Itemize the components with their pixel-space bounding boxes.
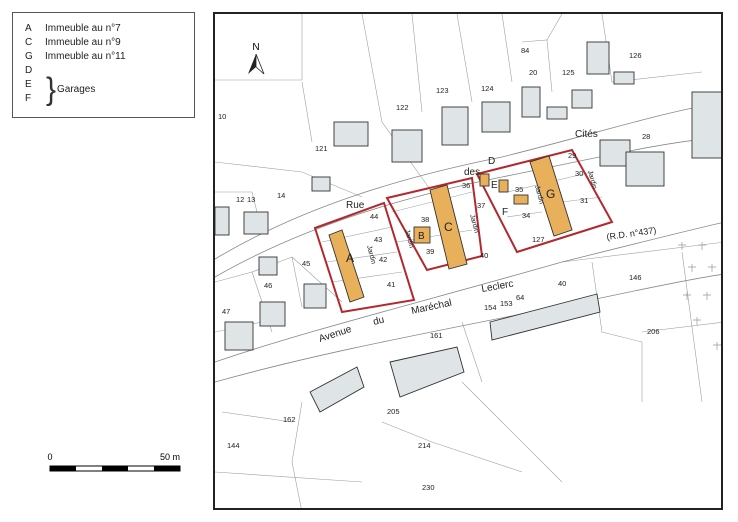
- legend-item-e: E: [25, 79, 32, 90]
- building-e: [498, 179, 509, 193]
- jardin-label: Jardin: [365, 245, 377, 265]
- parcel-number: 206: [647, 327, 660, 336]
- road-edges: [215, 102, 721, 383]
- scale-bar: 0 50 m: [47, 452, 181, 472]
- parcel-number: 121: [315, 144, 328, 153]
- cadastral-map: N Rue des Cités Avenue du Maréchal Lecle…: [213, 12, 723, 510]
- parcel-number: 126: [629, 51, 642, 60]
- jardin-label: Jardin: [586, 170, 598, 190]
- parcel-number: 46: [264, 281, 272, 290]
- parcel-number: 39: [426, 247, 434, 256]
- north-arrow: N: [248, 42, 265, 75]
- building-b-label: B: [418, 231, 425, 242]
- legend-item-f: F: [25, 93, 32, 104]
- parcel-number: 42: [379, 255, 387, 264]
- parcel-number: 29: [568, 151, 576, 160]
- subject-buildings: [328, 155, 573, 303]
- parcel-number: 12: [236, 195, 244, 204]
- building-f-label: F: [502, 207, 508, 218]
- jardin-label: Jardin: [403, 229, 415, 249]
- scale-end-label: 50 m: [160, 452, 180, 462]
- street-rd: (R.D. n°437): [606, 225, 657, 242]
- property-boundaries: [313, 148, 614, 314]
- parcel-number: 44: [370, 212, 378, 221]
- cemetery: [678, 242, 721, 350]
- building-d: [479, 173, 490, 187]
- parcel-number: 31: [580, 196, 588, 205]
- parcel-number: 35: [515, 185, 523, 194]
- building-a-label: A: [346, 251, 354, 265]
- parcel-number: 37: [477, 201, 485, 210]
- parcel-number: 146: [629, 273, 642, 282]
- street-du: du: [372, 315, 385, 328]
- street-cites: Cités: [575, 129, 598, 140]
- legend-brace: }: [46, 72, 57, 107]
- parcel-number: 20: [529, 68, 537, 77]
- building-c-label: C: [444, 220, 453, 234]
- parcel-number: 43: [374, 235, 382, 244]
- parcel-number: 40: [480, 251, 488, 260]
- jardin-label: Jardin: [468, 214, 480, 234]
- street-avenue: Avenue: [318, 324, 354, 345]
- parcel-number: 41: [387, 280, 395, 289]
- parcel-lines: [215, 14, 721, 508]
- parcel-number: 127: [532, 235, 545, 244]
- parcel-number: 13: [247, 195, 255, 204]
- building-d-label: D: [488, 156, 495, 167]
- parcel-number: 125: [562, 68, 575, 77]
- parcel-number: 47: [222, 307, 230, 316]
- parcel-number: 34: [522, 211, 530, 220]
- parcel-number: 30: [575, 169, 583, 178]
- parcel-number: 84: [521, 46, 529, 55]
- scale-start-label: 0: [47, 452, 52, 462]
- street-rue: Rue: [346, 200, 365, 211]
- parcel-number: 64: [516, 293, 524, 302]
- parcel-number: 161: [430, 331, 443, 340]
- parcel-number: 36: [462, 181, 470, 190]
- building-c: [429, 184, 468, 270]
- parcel-number: 153: [500, 299, 513, 308]
- scale-segment: [50, 466, 76, 471]
- other-buildings: [215, 41, 721, 413]
- street-leclerc: Leclerc: [481, 279, 515, 295]
- parcel-number: 230: [422, 483, 435, 492]
- building-g-label: G: [546, 187, 555, 201]
- building-e-label: E: [491, 180, 498, 191]
- parcel-number: 205: [387, 407, 400, 416]
- building-g: [529, 155, 573, 237]
- scale-segment: [102, 466, 128, 471]
- parcel-number: 162: [283, 415, 296, 424]
- parcel-number: 10: [218, 112, 226, 121]
- parcel-number: 28: [642, 132, 650, 141]
- scale-segment: [154, 466, 180, 471]
- legend-garages-label: Garages: [57, 84, 96, 95]
- parcel-number: 122: [396, 103, 409, 112]
- parcel-number: 38: [421, 215, 429, 224]
- parcel-number: 14: [277, 191, 285, 200]
- parcel-number: 214: [418, 441, 431, 450]
- parcel-number: 45: [302, 259, 310, 268]
- legend-item-d: D: [25, 65, 33, 76]
- building-b: [413, 226, 431, 244]
- parcel-number: 154: [484, 303, 497, 312]
- parcel-numbers: 84 126 20 125 10 122 123 124 121 28 29 3…: [218, 46, 660, 492]
- map-svg: N Rue des Cités Avenue du Maréchal Lecle…: [215, 14, 721, 508]
- building-a: [328, 229, 365, 303]
- parcel-number: 40: [558, 279, 566, 288]
- parcel-number: 123: [436, 86, 449, 95]
- parcel-number: 124: [481, 84, 494, 93]
- parcel-number: 144: [227, 441, 240, 450]
- street-des: des: [464, 167, 480, 178]
- jardin-label: Jardin: [533, 185, 545, 205]
- north-label: N: [252, 42, 259, 53]
- building-f: [513, 194, 529, 205]
- street-marechal: Maréchal: [410, 298, 453, 317]
